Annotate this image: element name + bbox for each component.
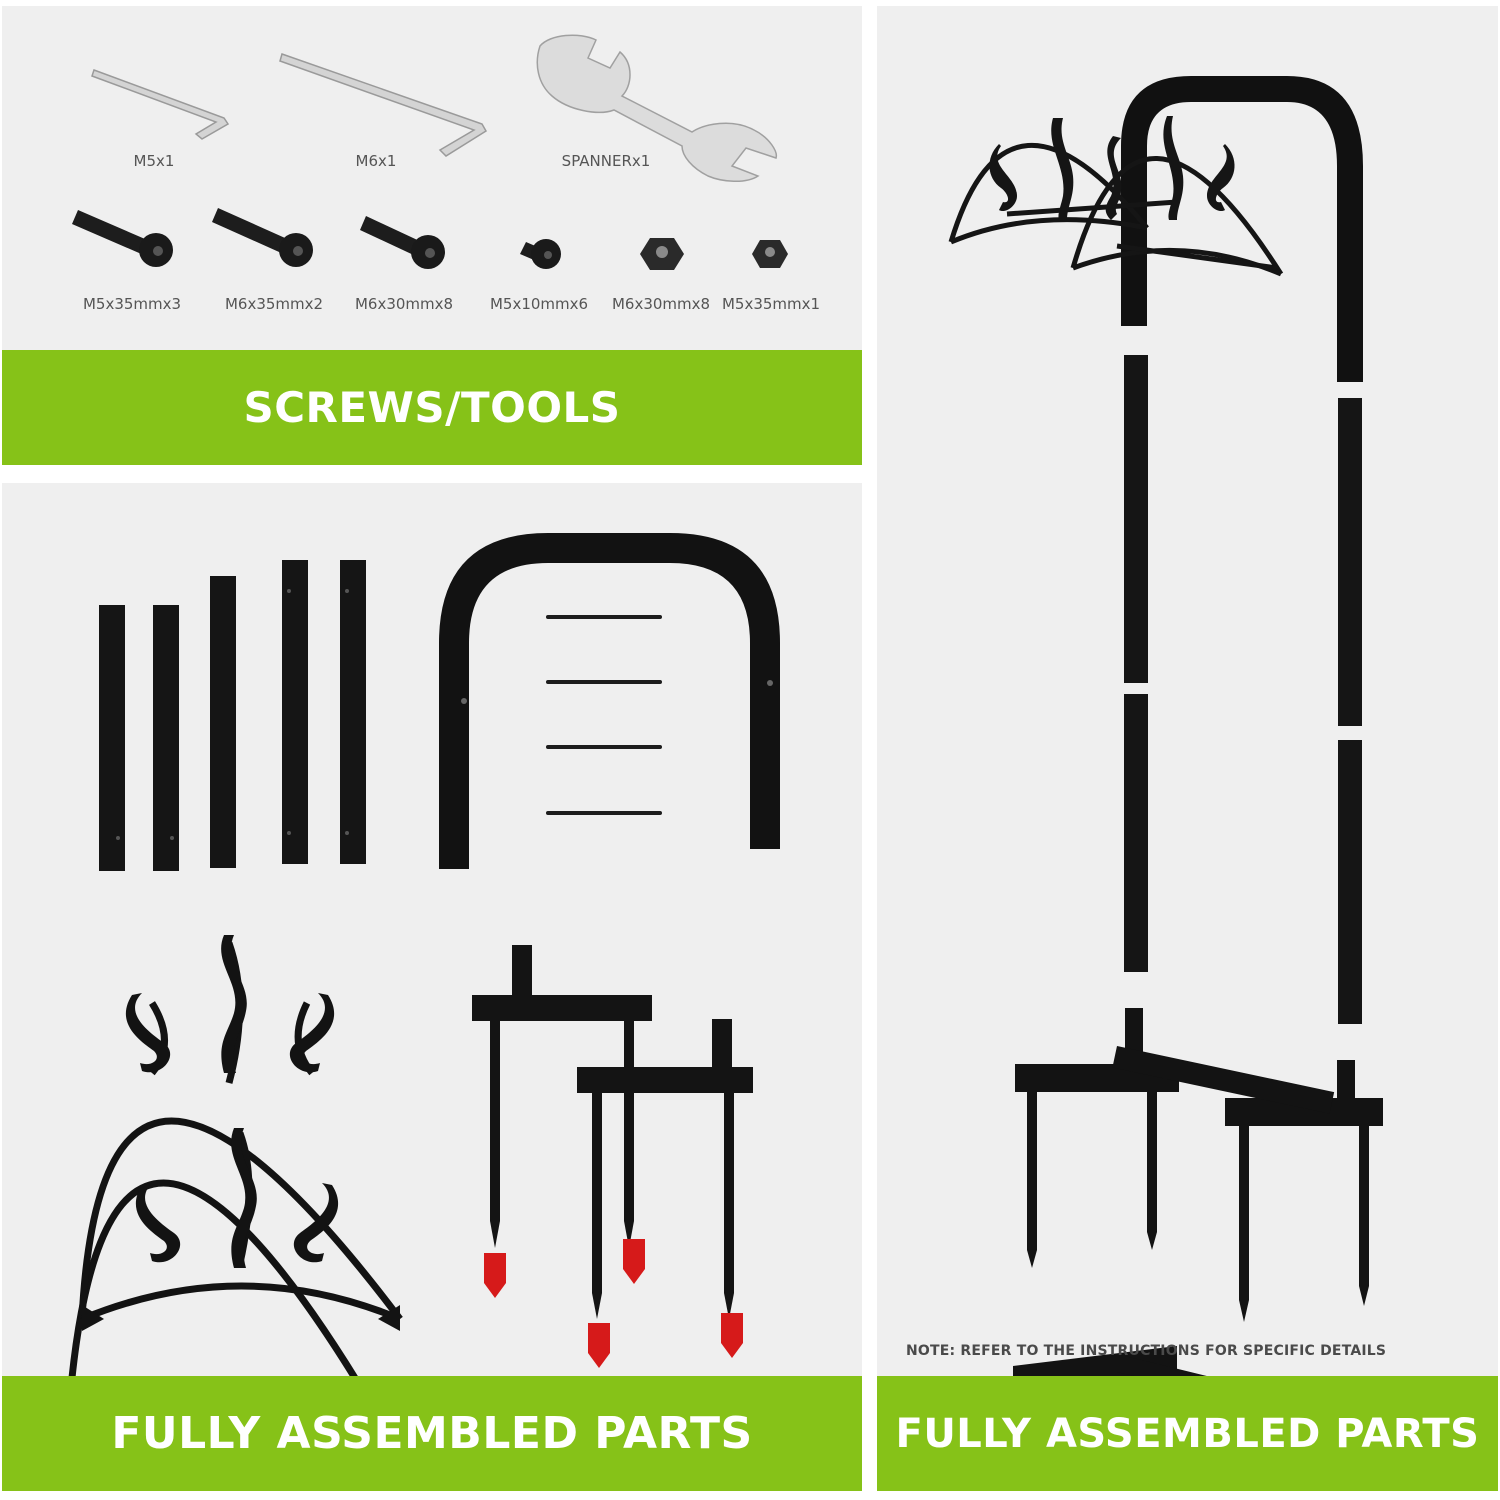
assembled-arch xyxy=(1121,76,1363,382)
tube-parts xyxy=(99,560,366,871)
rod-parts xyxy=(546,615,662,815)
screws-tools-panel: M5x1 M6x1 SPANNERx1 M5x35mmx3 M6x35mmx2 … xyxy=(2,6,862,465)
assembled-panel: NOTE: REFER TO THE INSTRUCTIONS FOR SPEC… xyxy=(877,6,1498,1491)
allen-key-icon xyxy=(91,69,230,140)
bolt-icon xyxy=(212,208,313,267)
parts-banner: FULLY ASSEMBLED PARTS xyxy=(2,1376,862,1491)
tool-label-spanner: SPANNERx1 xyxy=(561,152,651,170)
nut-label-2: M5x35mmx1 xyxy=(721,295,821,313)
screws-tools-banner: SCREWS/TOOLS xyxy=(2,350,862,465)
tool-label-m6: M6x1 xyxy=(355,152,397,170)
screw-label-3: M6x30mmx8 xyxy=(354,295,454,313)
ground-stake-part xyxy=(577,1019,753,1319)
arch-part xyxy=(439,533,780,869)
assembled-leg-tubes xyxy=(1124,355,1362,1024)
instructions-note: NOTE: REFER TO THE INSTRUCTIONS FOR SPEC… xyxy=(906,1343,1387,1359)
parts-illustration xyxy=(64,533,780,1435)
screw-label-2: M6x35mmx2 xyxy=(224,295,324,313)
tool-label-m5: M5x1 xyxy=(133,152,175,170)
screw-label-4: M5x10mmx6 xyxy=(489,295,589,313)
assembled-hose-bracket xyxy=(948,142,1284,277)
spanner-icon xyxy=(536,34,778,182)
nut-label-1: M6x30mmx8 xyxy=(611,295,711,313)
bolt-icon xyxy=(72,210,173,267)
hose-bracket-part xyxy=(64,941,386,1427)
assembled-banner: FULLY ASSEMBLED PARTS xyxy=(877,1376,1498,1491)
bolt-icon xyxy=(520,239,561,269)
assembled-illustration xyxy=(948,76,1383,1444)
screw-label-1: M5x35mmx3 xyxy=(82,295,182,313)
nut-icon xyxy=(640,238,684,270)
ground-stake-part xyxy=(472,945,652,1248)
screws-tools-illustration xyxy=(72,34,788,270)
bolt-icon xyxy=(360,216,445,269)
allen-key-icon xyxy=(279,53,488,157)
nut-icon xyxy=(752,240,788,268)
parts-panel: FULLY ASSEMBLED PARTS xyxy=(2,483,862,1491)
stake-cap-parts xyxy=(484,1239,743,1368)
